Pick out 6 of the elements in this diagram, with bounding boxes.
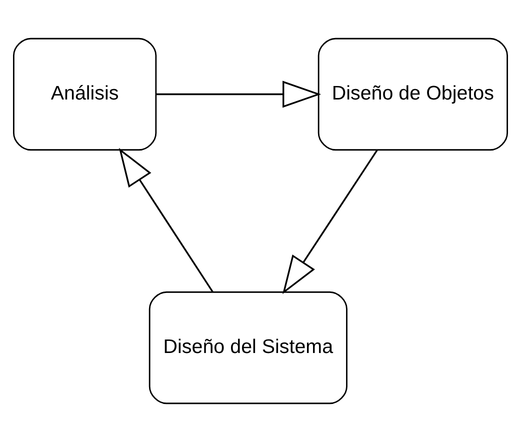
arrow — [156, 80, 322, 108]
node-box: Diseño de Objetos — [318, 37, 508, 150]
arrow — [282, 149, 378, 294]
node-box: Diseño del Sistema — [148, 290, 348, 404]
node-box: Análisis — [13, 37, 157, 150]
arrow — [118, 147, 214, 292]
